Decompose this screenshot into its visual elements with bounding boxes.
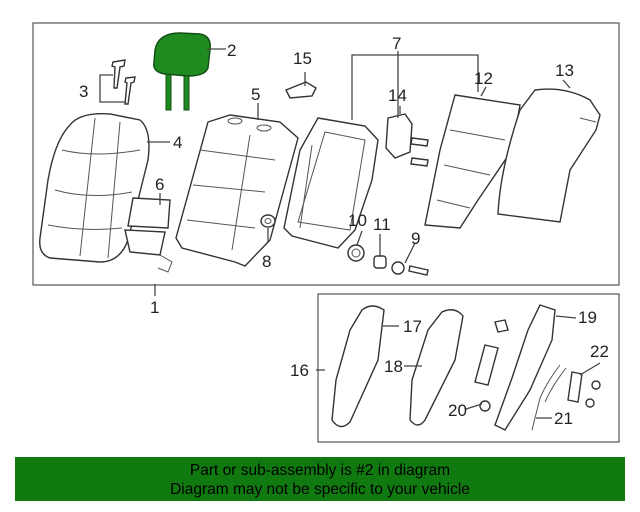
part-2-headrest[interactable] (153, 32, 211, 111)
callout-labels: 1 2 3 4 5 6 7 8 9 10 11 12 13 14 15 16 1… (79, 34, 609, 428)
callout-6: 6 (155, 175, 164, 194)
part-4-cushion[interactable] (39, 113, 150, 263)
leader-lines (99, 48, 601, 419)
callout-5: 5 (251, 85, 260, 104)
part-15-cover[interactable] (285, 81, 317, 99)
part-10-knob[interactable] (347, 244, 365, 262)
part-6-bracket[interactable] (124, 197, 173, 273)
part-7-frame[interactable] (283, 117, 379, 249)
sub-assembly-frame (317, 293, 620, 443)
callout-22: 22 (590, 342, 609, 361)
callout-17: 17 (403, 317, 422, 336)
callout-15: 15 (293, 49, 312, 68)
info-banner: Part or sub-assembly is #2 in diagram Di… (15, 457, 625, 501)
callout-9: 9 (411, 229, 420, 248)
callout-16: 16 (290, 361, 309, 380)
part-17-trim[interactable] (331, 305, 385, 428)
part-20-insert[interactable] (474, 344, 499, 412)
part-21-cable[interactable] (531, 364, 567, 431)
callout-4: 4 (173, 133, 182, 152)
callout-13: 13 (555, 61, 574, 80)
callout-19: 19 (578, 308, 597, 327)
part-3-guides[interactable] (111, 59, 136, 105)
callout-7: 7 (392, 34, 401, 53)
part-9-bolt[interactable] (391, 261, 429, 276)
callout-20: 20 (448, 401, 467, 420)
callout-3: 3 (79, 82, 88, 101)
main-assembly-frame (32, 22, 620, 286)
banner-line-1: Part or sub-assembly is #2 in diagram (189, 462, 451, 479)
callout-10: 10 (348, 211, 367, 230)
part-19-bracket[interactable] (494, 304, 556, 431)
callout-8: 8 (262, 252, 271, 271)
part-11-spring[interactable] (373, 255, 387, 269)
part-8-grommet[interactable] (260, 214, 276, 228)
part-14-latch[interactable] (385, 113, 429, 167)
callout-14: 14 (388, 86, 407, 105)
part-5-back-panel[interactable] (175, 114, 299, 267)
callout-1: 1 (150, 298, 159, 317)
parts-diagram: 1 2 3 4 5 6 7 8 9 10 11 12 13 14 15 16 1… (32, 22, 620, 443)
callout-2: 2 (227, 41, 236, 60)
callout-18: 18 (384, 357, 403, 376)
banner-line-2: Diagram may not be specific to your vehi… (170, 481, 470, 498)
part-13-board[interactable] (497, 88, 601, 223)
callout-21: 21 (554, 409, 573, 428)
part-22-clip[interactable] (567, 371, 601, 408)
callout-12: 12 (474, 69, 493, 88)
callout-11: 11 (373, 215, 391, 234)
part-18-trim[interactable] (409, 309, 464, 426)
